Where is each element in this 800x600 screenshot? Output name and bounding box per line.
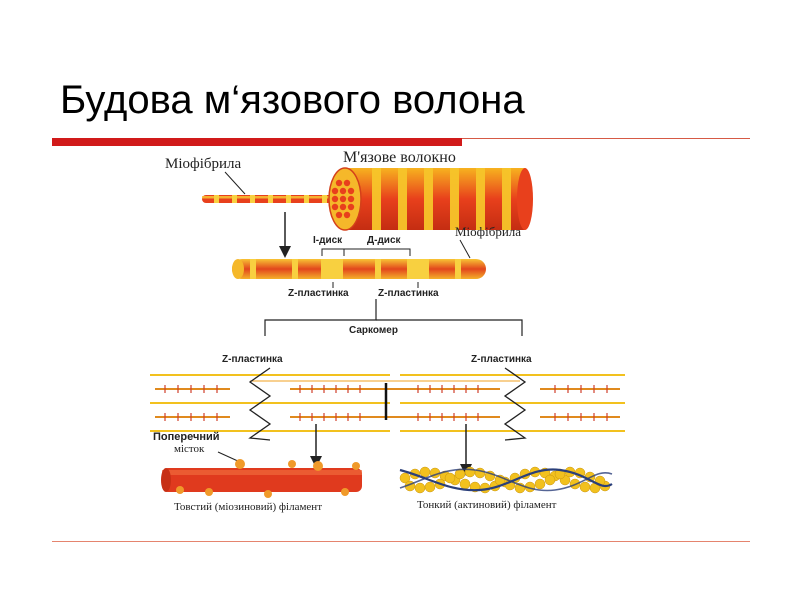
title-rule-line [462, 138, 750, 139]
label-myofibril-right: Міофібрила [455, 224, 521, 239]
label-z-plate-left: Z-пластинка [288, 288, 349, 299]
z-discs-zigzag [248, 367, 527, 441]
label-thin-filament: Тонкий (актиновий) філамент [417, 499, 557, 511]
thin-filaments [150, 374, 625, 432]
muscle-fiber-cylinder [328, 167, 533, 231]
leader-myofibril-top [224, 171, 246, 195]
page-title: Будова м‘язового волона [60, 78, 525, 122]
title-accent-bar [52, 138, 462, 146]
myofibril-detail [232, 259, 486, 279]
label-muscle-fiber: М'язове волокно [343, 149, 456, 166]
label-z-plate-lower-right: Z-пластинка [471, 354, 532, 365]
z-plate-leaders [332, 282, 419, 288]
label-myofibril-top: Міофібрила [165, 156, 242, 172]
myofibril-strand [202, 195, 337, 203]
footer-rule-line [52, 541, 750, 542]
sarcomere-bracket [264, 299, 523, 336]
label-z-plate-lower-left: Z-пластинка [222, 354, 283, 365]
thick-filament-illustration [161, 459, 362, 498]
disc-brackets [321, 239, 471, 259]
thin-filament-illustration [399, 466, 613, 494]
myosin-heads [164, 385, 608, 421]
label-sarcomere: Саркомер [349, 325, 398, 336]
label-cross-bridge-1: Поперечний [153, 431, 220, 443]
label-d-disc: Д-диск [367, 235, 402, 246]
label-thick-filament: Товстий (міозиновий) філамент [174, 501, 322, 513]
leader-cross-bridge [217, 451, 241, 463]
label-i-disc: І-диск [313, 235, 343, 246]
thick-filaments [155, 380, 620, 418]
label-z-plate-right: Z-пластинка [378, 288, 439, 299]
label-cross-bridge-2: місток [174, 443, 205, 455]
